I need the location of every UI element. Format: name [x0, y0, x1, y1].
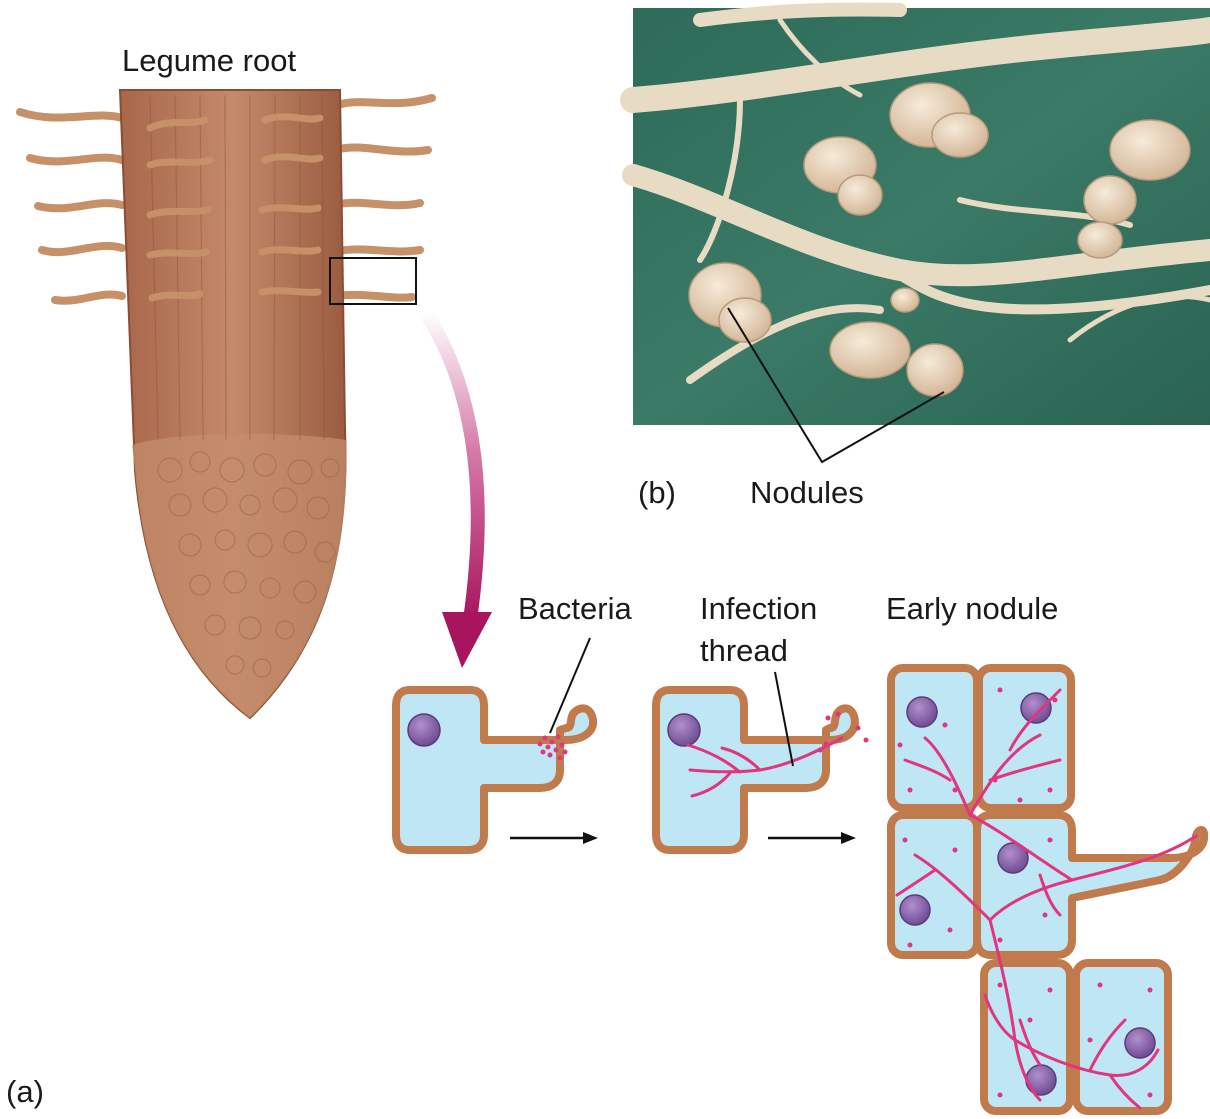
legume-root-label: Legume root [122, 44, 296, 78]
early-nodule-label: Early nodule [886, 592, 1058, 626]
bacteria-label: Bacteria [518, 592, 632, 626]
nucleus [408, 714, 440, 746]
root-hairs-left [20, 112, 122, 301]
panel-a-label: (a) [6, 1075, 44, 1109]
root-hairs-right [335, 98, 432, 298]
infection-thread-label-line2: thread [700, 634, 788, 668]
nodule-photo [633, 8, 1210, 462]
root-hair-cell-step1 [396, 638, 593, 850]
root-hair-cell-step2 [656, 672, 869, 850]
root-cap-zone [132, 434, 346, 718]
legume-root-illustration [20, 80, 432, 718]
early-nodule-cells [891, 668, 1204, 1111]
step-arrow-2 [768, 832, 856, 844]
infection-thread-label-line1: Infection [700, 592, 817, 626]
nucleus [668, 714, 700, 746]
nodules-label: Nodules [750, 476, 864, 510]
panel-b-label: (b) [638, 476, 676, 510]
zoom-arrow [425, 312, 492, 668]
step-arrow-1 [510, 832, 598, 844]
